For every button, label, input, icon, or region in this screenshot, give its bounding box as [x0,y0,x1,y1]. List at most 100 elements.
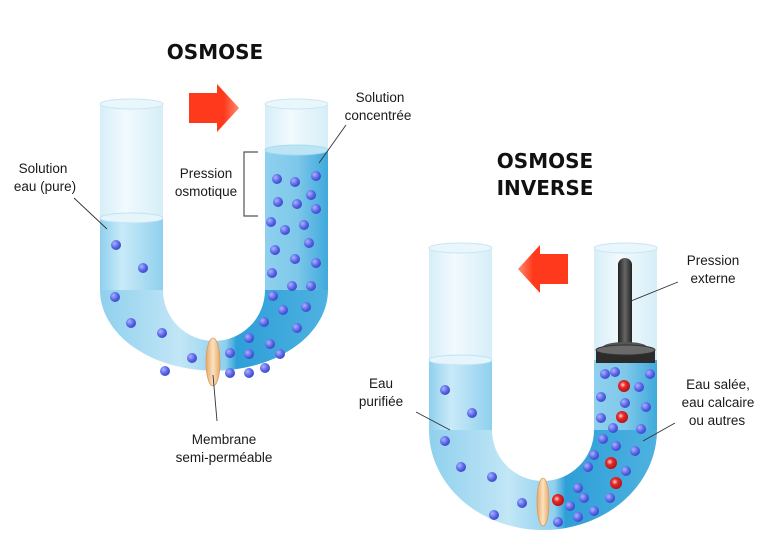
label-external-pressure: externe [690,271,735,286]
water-molecule [611,441,621,451]
water-molecule [304,238,314,248]
water-molecule [265,339,275,349]
piston-top [595,344,656,356]
label-pure-solution: Solution [19,161,68,176]
water-molecule [270,245,280,255]
leader-line [73,197,108,230]
label-salty-water: Eau salée, [686,377,750,392]
water-molecule [260,363,270,373]
water-molecule [160,366,170,376]
left-tube-glass [100,104,163,218]
impurity-particle [618,380,630,392]
water-molecule [600,369,610,379]
water-molecule [157,328,167,338]
water-molecule [301,302,311,312]
reverse-osmosis-molecules [440,367,655,527]
right-tube-rim [593,242,658,254]
water-molecule [573,512,583,522]
right-tube-glass [265,104,328,150]
water-molecule [268,291,278,301]
water-molecule [244,349,254,359]
label-salty-water: eau calcaire [682,395,755,410]
water-molecule [126,318,136,328]
impurity-particle [616,411,628,423]
osmosis-title: OSMOSE [167,40,263,64]
leader-line [415,411,451,431]
water-molecule [610,367,620,377]
impurity-particle [605,457,617,469]
water-molecule [292,323,302,333]
left-water-surface [99,212,164,224]
water-molecule [641,402,651,412]
water-molecule [645,369,655,379]
piston-rod [618,258,632,350]
reverse-osmosis-title: OSMOSE [497,149,593,173]
water-molecule [589,450,599,460]
water-molecule [636,424,646,434]
label-pure-solution: eau (pure) [14,179,76,194]
leader-line [630,281,679,302]
water-molecule [110,292,120,302]
left-tube-rim [99,98,164,110]
label-salty-water: ou autres [689,413,746,428]
label-membrane: semi-perméable [176,450,273,465]
leader-line [642,422,676,442]
water-molecule [456,462,466,472]
water-molecule [583,462,593,472]
label-membrane: Membrane [192,432,257,447]
water-molecule [244,368,254,378]
water-molecule [111,240,121,250]
water-molecule [290,177,300,187]
water-molecule [267,268,277,278]
water-molecule [278,305,288,315]
water-molecule [292,199,302,209]
left-water-surface [428,354,493,366]
osmosis-section: OSMOSE [14,40,412,465]
water-molecule [272,174,282,184]
water-molecule [287,281,297,291]
impurities [552,380,630,506]
label-osmotic-pressure: Pression [180,166,233,181]
water-molecule [306,190,316,200]
water-molecule [259,317,269,327]
water-molecule [598,434,608,444]
leader-line [212,374,218,422]
semi-permeable-membrane [205,337,221,387]
semi-permeable-membrane [536,477,550,527]
water-molecule [620,398,630,408]
water-molecule [244,333,254,343]
left-tube-rim [428,242,493,254]
water-molecule [311,171,321,181]
water-molecule [311,258,321,268]
water-molecule [608,423,618,433]
label-purified-water: purifiée [359,394,403,409]
label-purified-water: Eau [369,376,393,391]
water-molecule [266,217,276,227]
water-molecule [596,392,606,402]
water-molecule [306,281,316,291]
water-molecule [275,349,285,359]
water-molecule [573,483,583,493]
leader-line [318,124,347,164]
arrow-right-icon [189,84,239,132]
water-molecule [621,466,631,476]
label-concentrated-solution: concentrée [345,108,412,123]
water-molecule [487,472,497,482]
water-molecule [290,254,300,264]
water-molecule [589,506,599,516]
right-tube-rim [264,98,329,110]
water-molecule [440,436,450,446]
water-molecule [187,353,197,363]
water-molecule [596,413,606,423]
water-molecule [565,501,575,511]
reverse-osmosis-section: OSMOSE INVERSE [359,149,755,530]
water-molecule [311,204,321,214]
water-molecule [467,408,477,418]
osmosis-molecules [110,171,321,378]
water-molecule [280,225,290,235]
arrow-left-icon [518,245,568,293]
water-molecule [225,368,235,378]
water-molecule [489,510,499,520]
right-water-surface [264,144,329,156]
water-molecule [605,493,615,503]
